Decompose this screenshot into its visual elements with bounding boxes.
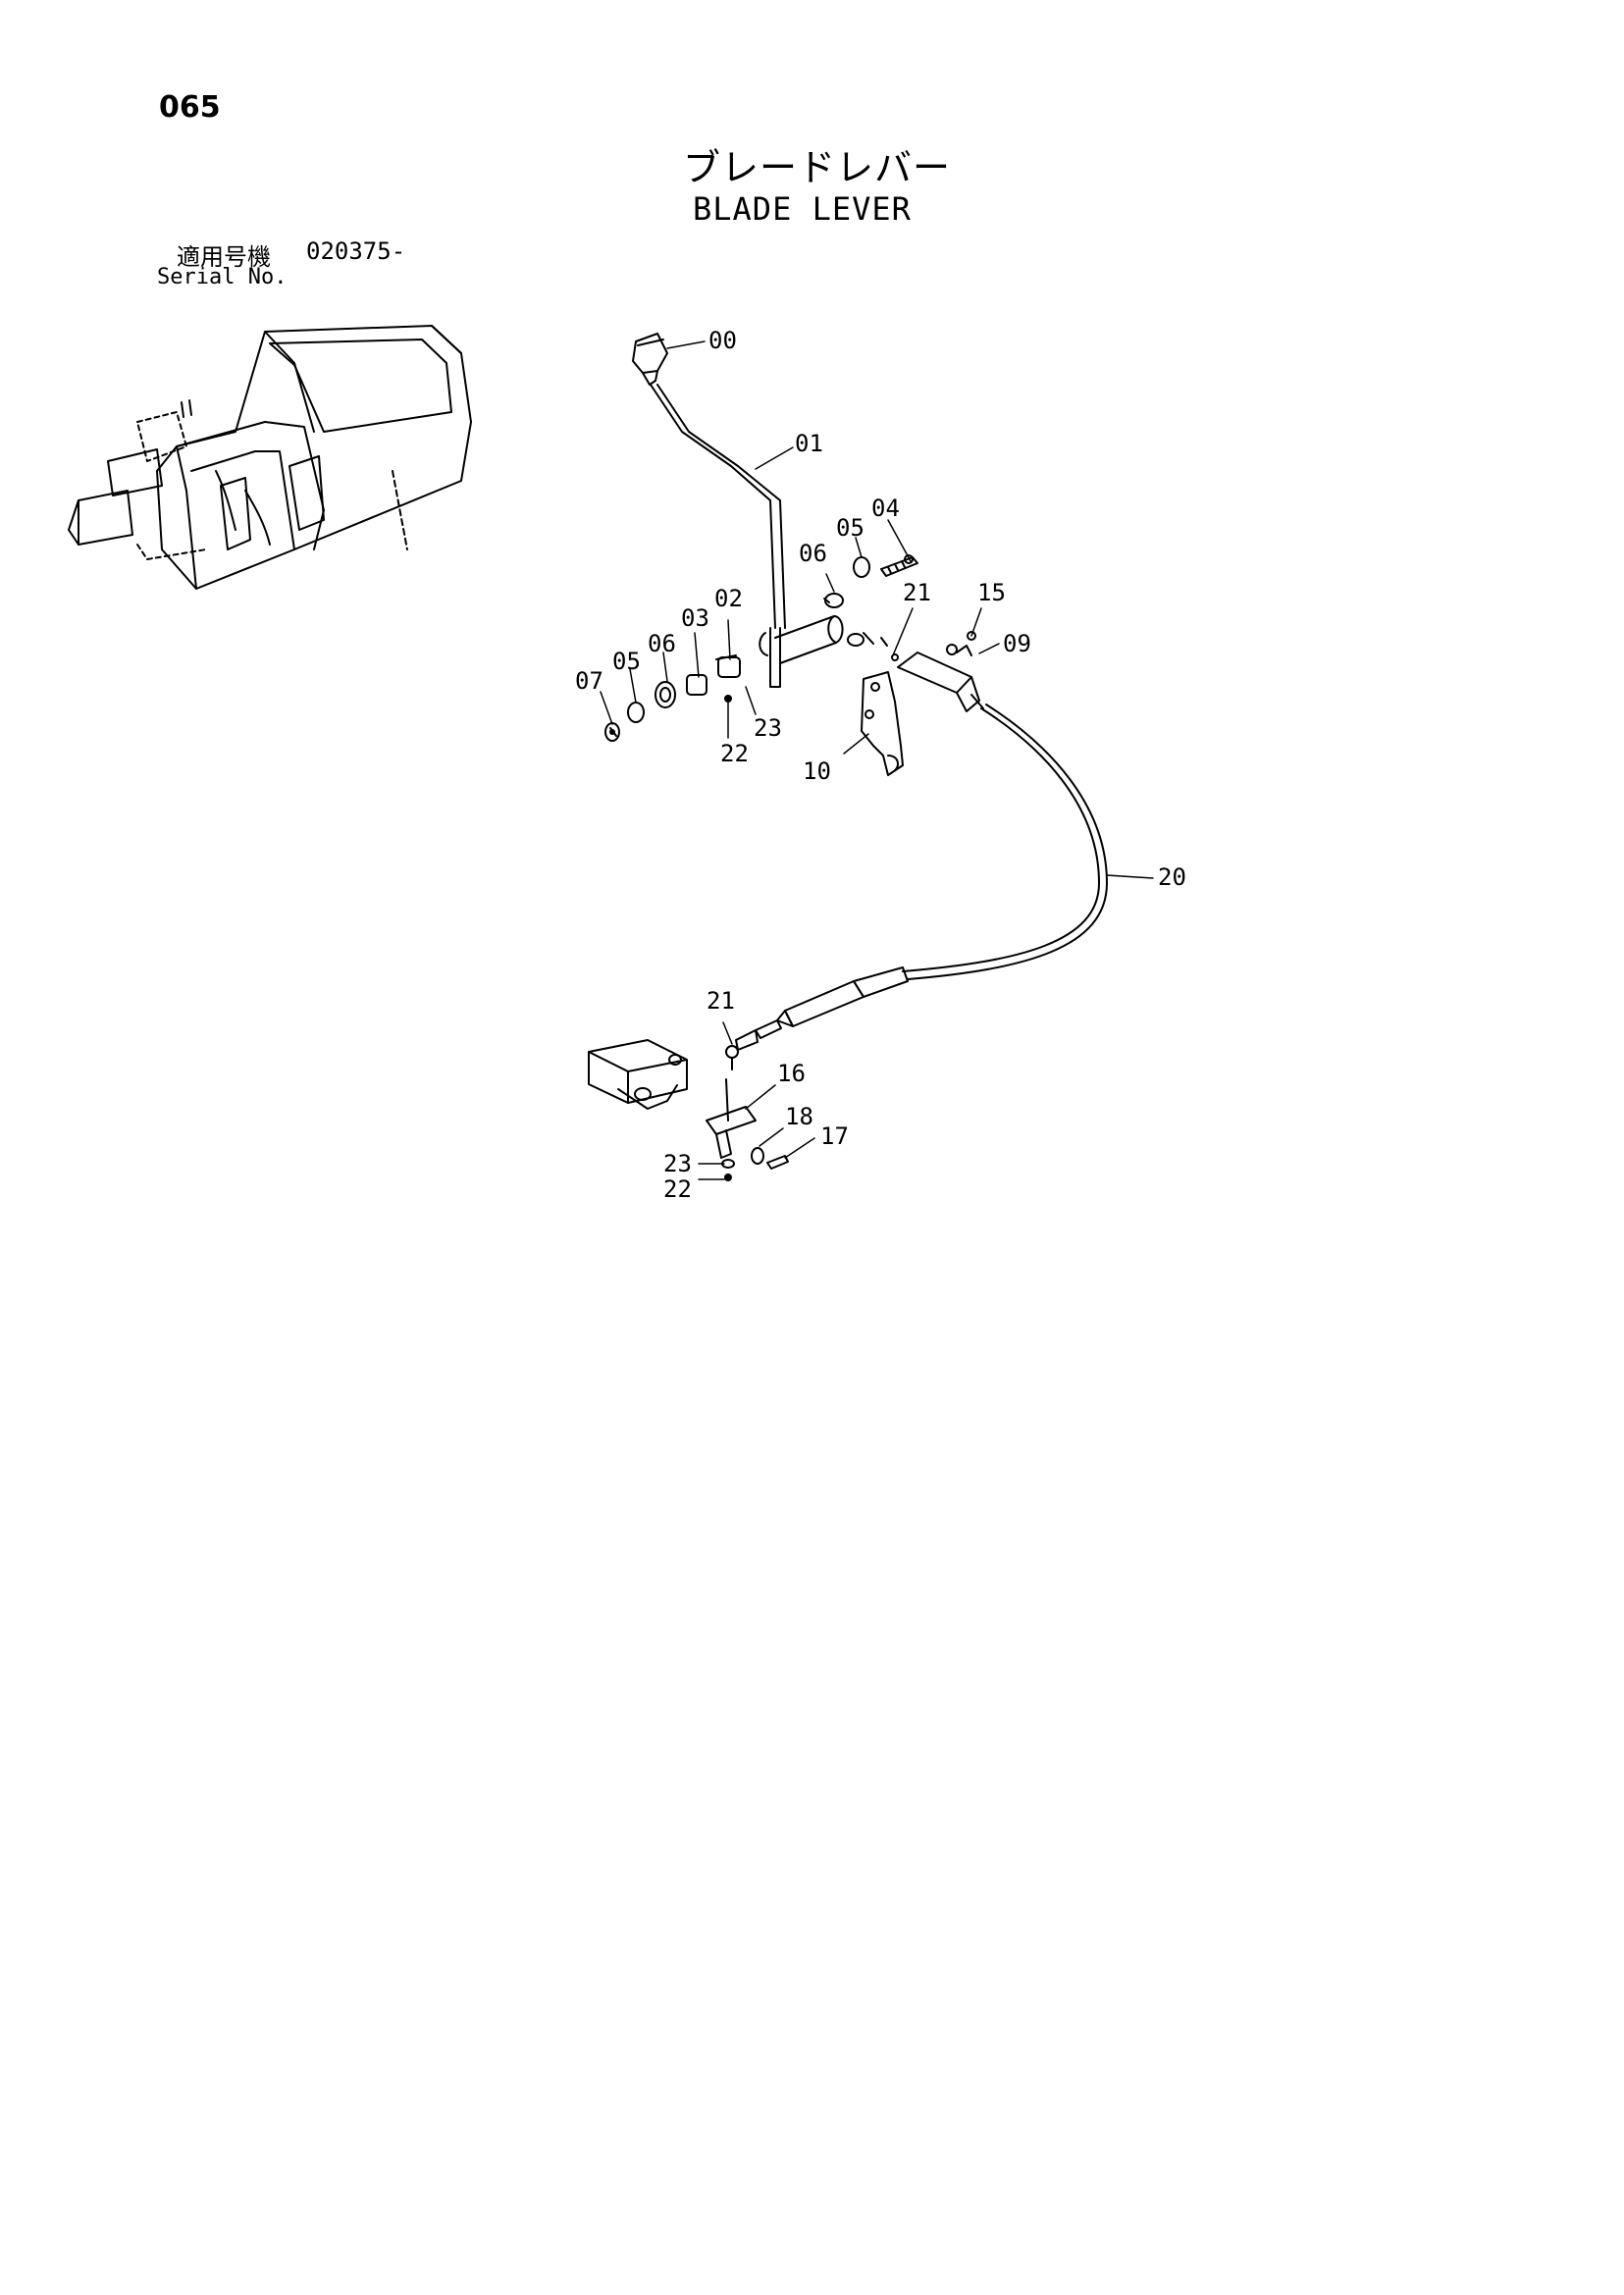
- lever-knob: [632, 333, 668, 386]
- control-valve: [588, 1039, 688, 1110]
- right-hardware: [847, 554, 918, 661]
- lever-bracket: [861, 671, 904, 776]
- leader-lines: [600, 340, 1154, 1180]
- blade-lever-rod: [650, 384, 786, 688]
- callout-09: 09: [1003, 630, 1031, 657]
- callout-01: 01: [795, 430, 823, 457]
- callout-18: 18: [785, 1103, 813, 1130]
- callout-05: 05: [612, 648, 641, 675]
- callout-labels: 00 01 04 05 06 21 15 09 02 03 06 05 07 2…: [575, 327, 1186, 1203]
- callout-20: 20: [1158, 863, 1186, 891]
- callout-02: 02: [714, 585, 743, 612]
- lower-bracket: [706, 1078, 789, 1170]
- callout-17: 17: [820, 1122, 849, 1150]
- callout-04: 04: [871, 495, 900, 522]
- control-cable: [902, 704, 1108, 980]
- callout-22: 22: [720, 740, 749, 767]
- lower-cable-end: [725, 966, 909, 1070]
- page-number: 065: [159, 90, 221, 125]
- callout-23: 23: [754, 714, 782, 742]
- callout-22: 22: [663, 1175, 692, 1203]
- callout-03: 03: [681, 604, 709, 632]
- callout-07: 07: [575, 667, 603, 695]
- callout-10: 10: [803, 757, 831, 785]
- serial-number-value: 020375-: [306, 237, 406, 265]
- callout-21: 21: [903, 579, 931, 606]
- title-english: BLADE LEVER: [693, 190, 912, 228]
- pivot-shaft: [774, 593, 844, 664]
- excavator-cab-illustration: [68, 325, 472, 590]
- title-japanese: ブレードレバー: [683, 146, 952, 189]
- callout-16: 16: [777, 1060, 806, 1087]
- callout-00: 00: [708, 327, 737, 354]
- callout-05: 05: [836, 514, 864, 542]
- serial-label-english: Serial No.: [157, 265, 288, 289]
- callout-06: 06: [799, 540, 827, 567]
- callout-21: 21: [707, 987, 735, 1015]
- callout-06: 06: [648, 630, 676, 657]
- callout-23: 23: [663, 1150, 692, 1177]
- serial-label-japanese: 適用号機: [177, 243, 271, 271]
- callout-15: 15: [977, 579, 1006, 606]
- upper-cable-end: [897, 631, 984, 712]
